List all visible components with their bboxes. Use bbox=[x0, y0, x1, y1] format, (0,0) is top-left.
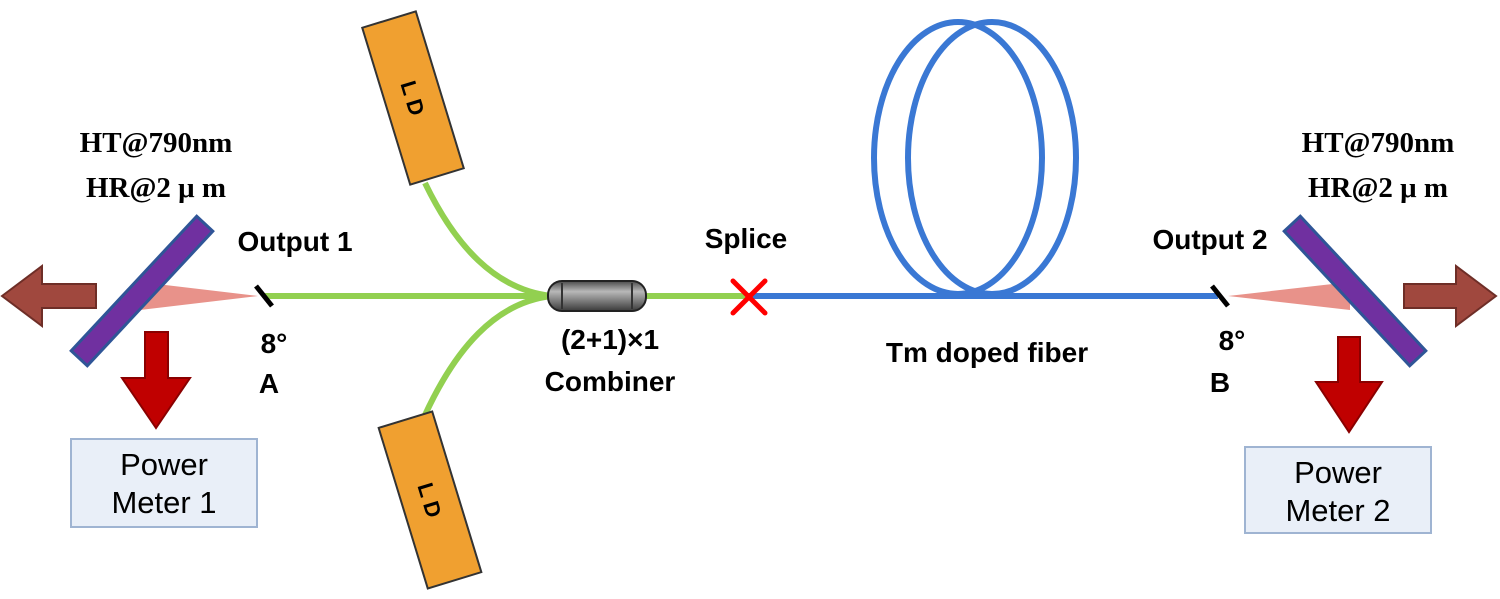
combiner-label-ports: (2+1)×1 bbox=[561, 324, 659, 355]
output1-label: Output 1 bbox=[237, 226, 352, 257]
mirror-right-spec-ht: HT@790nm bbox=[1302, 127, 1455, 159]
mirror-left-spec-ht: HT@790nm bbox=[80, 127, 233, 159]
pump-fiber-bottom bbox=[422, 293, 553, 417]
angle-b-label: 8° bbox=[1219, 325, 1246, 356]
output-arrow-left bbox=[0, 264, 97, 328]
mirror-right bbox=[1282, 214, 1428, 368]
splice-mark bbox=[730, 278, 768, 316]
output-arrow-right bbox=[1403, 264, 1498, 328]
mirror-left bbox=[69, 214, 215, 368]
angle-a-label: 8° bbox=[261, 328, 288, 359]
power-meter-2-line2: Meter 2 bbox=[1285, 493, 1391, 528]
end-b-label: B bbox=[1210, 367, 1230, 398]
beam-right bbox=[1228, 282, 1350, 310]
power-meter-1-line2: Meter 1 bbox=[111, 485, 217, 520]
pump-fiber-top bbox=[422, 181, 553, 299]
down-arrow-left bbox=[120, 331, 192, 430]
power-meter-1-line1: Power bbox=[120, 447, 208, 482]
fiber-label: Tm doped fiber bbox=[886, 337, 1088, 368]
angle-cleave-a bbox=[254, 284, 274, 308]
mirror-left-spec-hr: HR@2 μ m bbox=[86, 172, 226, 204]
end-a-label: A bbox=[259, 368, 279, 399]
combiner-label-name: Combiner bbox=[545, 366, 676, 397]
laser-diode-bottom: L D bbox=[377, 410, 483, 590]
output2-label: Output 2 bbox=[1152, 224, 1267, 255]
beam-left bbox=[140, 282, 258, 310]
power-meter-2-line1: Power bbox=[1294, 455, 1382, 490]
down-arrow-right bbox=[1314, 336, 1384, 434]
mirror-right-spec-hr: HR@2 μ m bbox=[1308, 172, 1448, 204]
splice-label: Splice bbox=[705, 223, 787, 254]
fiber-coil bbox=[871, 19, 1079, 297]
power-meter-2: Power Meter 2 bbox=[1244, 446, 1432, 534]
power-meter-1: Power Meter 1 bbox=[70, 438, 258, 528]
laser-diode-top: L D bbox=[361, 10, 465, 186]
angle-cleave-b bbox=[1210, 284, 1230, 308]
combiner bbox=[547, 280, 647, 312]
